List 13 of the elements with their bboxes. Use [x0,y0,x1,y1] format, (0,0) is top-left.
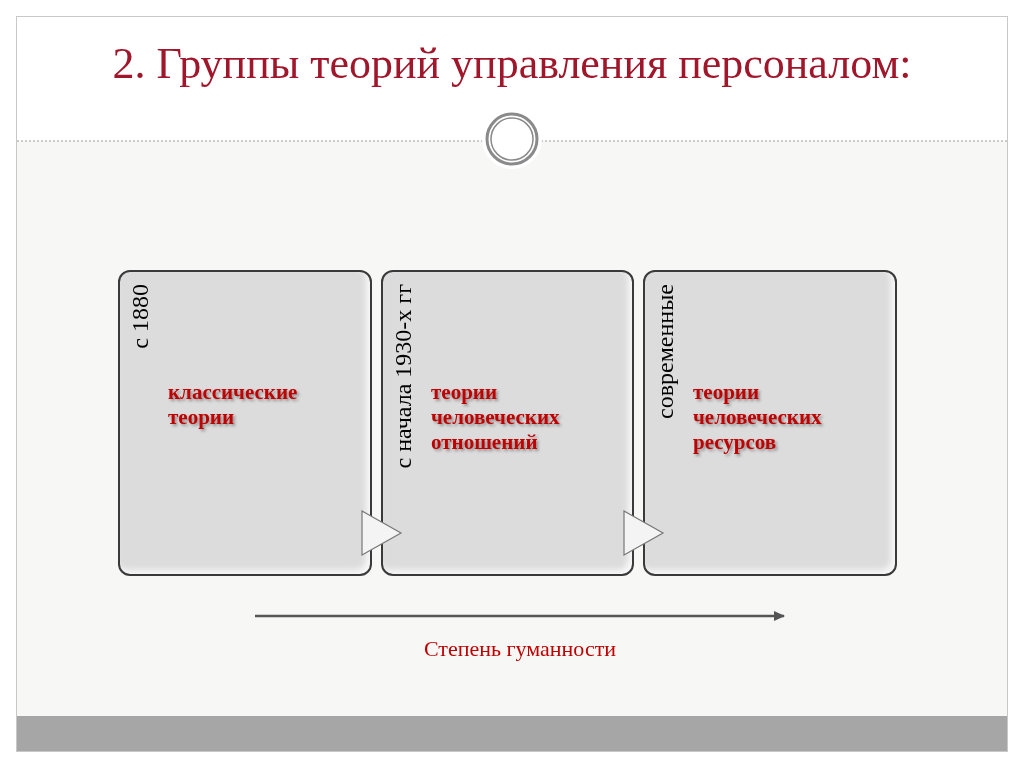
stage-box [118,270,372,576]
stage-box [381,270,634,576]
period-label: с 1880 [128,284,152,349]
stage-box [643,270,897,576]
period-label: с начала 1930-х гг [391,284,415,469]
theory-name: теории человеческих отношений [431,380,561,455]
theory-name: теории человеческих ресурсов [693,380,823,455]
slide-title: 2. Группы теорий управления персоналом: [111,38,913,90]
chevron-arrow [623,510,664,556]
theory-name: классические теории [168,380,299,430]
axis-caption: Степень гуманности [422,635,618,663]
period-label: современные [653,284,677,419]
chevron-arrow [361,510,402,556]
